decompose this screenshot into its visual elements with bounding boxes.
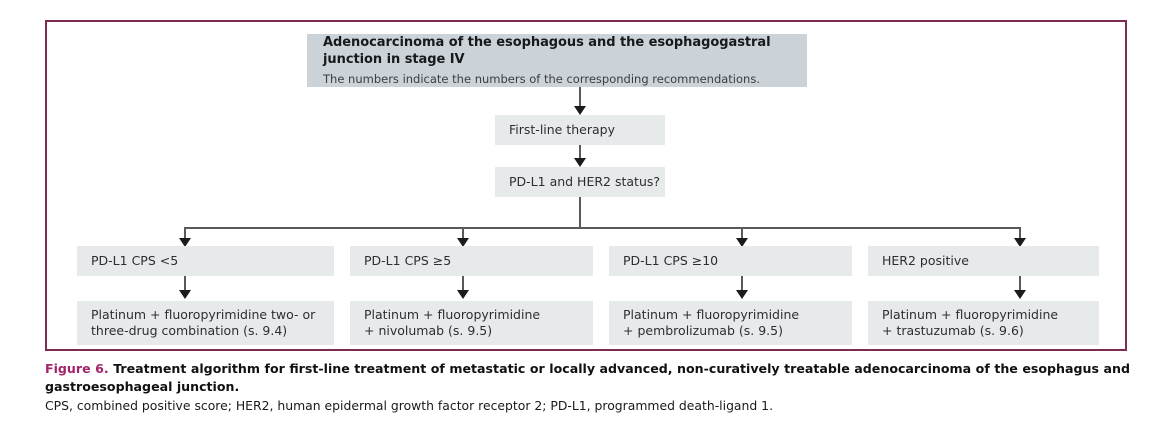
connector-criterion-to-treatment-1: [184, 276, 186, 292]
connector-drop-branch-1: [184, 227, 186, 241]
connector-drop-branch-4: [1019, 227, 1021, 241]
node-pdl1-her2-status: PD-L1 and HER2 status?: [495, 167, 665, 197]
connector-criterion-to-treatment-2: [462, 276, 464, 292]
figure-caption-main: Figure 6. Treatment algorithm for first-…: [45, 360, 1130, 395]
arrow-head-branch-4: [1014, 238, 1026, 247]
branch-criterion-label-1: PD-L1 CPS <5: [91, 253, 179, 268]
node-first-line-therapy: First-line therapy: [495, 115, 665, 145]
treatment-label-4-line-1: Platinum + fluoropyrimidine: [882, 307, 1059, 322]
treatment-label-2-line-2: + nivolumab (s. 9.5): [364, 323, 493, 338]
branch-criterion-box-3: PD-L1 CPS ≥10: [609, 246, 852, 276]
arrow-head-treatment-3: [736, 290, 748, 299]
flowchart-header-subtitle: The numbers indicate the numbers of the …: [323, 72, 760, 86]
treatment-box-2: Platinum + fluoropyrimidine + nivolumab …: [350, 301, 593, 345]
branch-criterion-label-3: PD-L1 CPS ≥10: [623, 253, 719, 268]
arrow-head-branch-2: [457, 238, 469, 247]
arrow-head-treatment-4: [1014, 290, 1026, 299]
connector-criterion-to-treatment-3: [741, 276, 743, 292]
branch-criterion-label-4: HER2 positive: [882, 253, 969, 268]
flowchart-header-title: Adenocarcinoma of the esophagous and the…: [323, 35, 771, 67]
connector-firstline-to-status: [579, 145, 581, 160]
node-first-line-therapy-label: First-line therapy: [509, 122, 615, 137]
arrow-head-to-status: [574, 158, 586, 167]
branch-criterion-box-1: PD-L1 CPS <5: [77, 246, 334, 276]
treatment-box-1: Platinum + fluoropyrimidine two- or thre…: [77, 301, 334, 345]
branch-criterion-box-2: PD-L1 CPS ≥5: [350, 246, 593, 276]
treatment-box-4: Platinum + fluoropyrimidine + trastuzuma…: [868, 301, 1099, 345]
treatment-label-1-line-2: three-drug combination (s. 9.4): [91, 323, 288, 338]
figure-number: Figure 6.: [45, 361, 109, 376]
treatment-label-2-line-1: Platinum + fluoropyrimidine: [364, 307, 541, 322]
arrow-head-treatment-2: [457, 290, 469, 299]
treatment-label-1-line-1: Platinum + fluoropyrimidine two- or: [91, 307, 316, 322]
branch-criterion-box-4: HER2 positive: [868, 246, 1099, 276]
figure-panel: Adenocarcinoma of the esophagous and the…: [45, 20, 1127, 351]
treatment-label-3-line-1: Platinum + fluoropyrimidine: [623, 307, 800, 322]
figure-caption-abbreviations: CPS, combined positive score; HER2, huma…: [45, 398, 774, 413]
flowchart-header-box: Adenocarcinoma of the esophagous and the…: [307, 34, 807, 87]
connector-header-to-firstline: [579, 87, 581, 108]
branch-criterion-label-2: PD-L1 CPS ≥5: [364, 253, 452, 268]
connector-criterion-to-treatment-4: [1019, 276, 1021, 292]
connector-status-to-bus: [579, 197, 581, 228]
connector-drop-branch-3: [741, 227, 743, 241]
figure-caption-title: Treatment algorithm for first-line treat…: [45, 361, 1130, 394]
treatment-label-3-line-2: + pembrolizumab (s. 9.5): [623, 323, 783, 338]
arrow-head-treatment-1: [179, 290, 191, 299]
arrow-head-branch-3: [736, 238, 748, 247]
arrow-head-branch-1: [179, 238, 191, 247]
treatment-box-3: Platinum + fluoropyrimidine + pembrolizu…: [609, 301, 852, 345]
node-pdl1-her2-status-label: PD-L1 and HER2 status?: [509, 174, 661, 189]
treatment-label-4-line-2: + trastuzumab (s. 9.6): [882, 323, 1024, 338]
arrow-head-to-firstline: [574, 106, 586, 115]
figure-caption: Figure 6. Treatment algorithm for first-…: [45, 360, 1130, 414]
connector-horizontal-bus: [184, 227, 1020, 229]
connector-drop-branch-2: [462, 227, 464, 241]
